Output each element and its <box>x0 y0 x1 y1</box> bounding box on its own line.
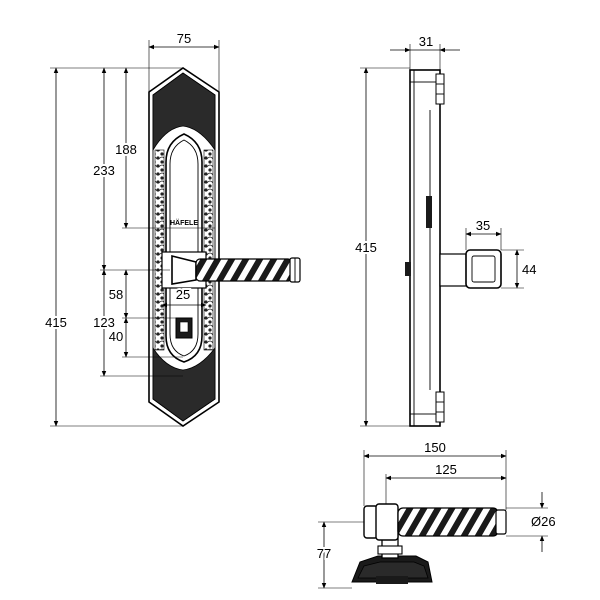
dim-side-thickness: 31 <box>419 34 433 49</box>
dim-total-length: 150 <box>424 440 446 455</box>
side-rose <box>465 249 502 289</box>
dim-to-handle-top: 233 <box>93 163 115 178</box>
top-ornament <box>152 72 216 152</box>
dim-width: 75 <box>177 31 191 46</box>
dim-to-cylinder-top: 188 <box>115 142 137 157</box>
top-view: 150 125 Ø26 77 <box>315 440 556 589</box>
dim-rose-height: 44 <box>522 262 536 277</box>
top-handle-grip <box>397 507 499 537</box>
dim-total-height: 415 <box>45 315 67 330</box>
dim-backset: 25 <box>176 287 190 302</box>
dim-handle-offset: 58 <box>109 287 123 302</box>
dim-rose-width: 35 <box>476 218 490 233</box>
side-plate <box>409 69 441 427</box>
inner-window <box>165 133 203 363</box>
dim-side-total-height: 415 <box>355 240 377 255</box>
brand-label: HÄFELE <box>170 219 198 227</box>
dim-lower-offset: 123 <box>93 315 115 330</box>
dim-grip-diameter: Ø26 <box>531 514 556 529</box>
front-view: HÄFELE 75 415 233 188 123 <box>43 31 301 427</box>
dim-grip-length: 125 <box>435 462 457 477</box>
dim-cylinder-offset: 40 <box>109 329 123 344</box>
dim-projection: 77 <box>317 546 331 561</box>
front-handle-grip <box>195 258 293 282</box>
side-view: 31 415 35 44 <box>353 34 536 427</box>
